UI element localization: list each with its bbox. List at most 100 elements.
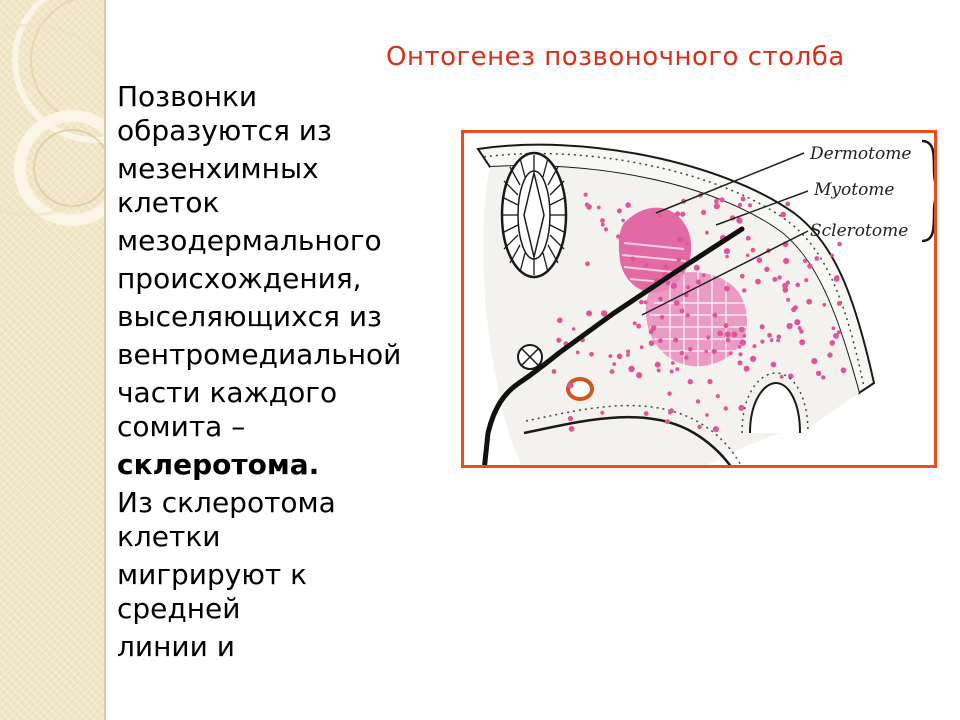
mesenchyme-dot [706, 335, 711, 340]
mesenchyme-dot [799, 339, 806, 346]
mesenchyme-dot [714, 198, 719, 204]
mesenchyme-dot [695, 399, 701, 404]
mesenchyme-dot [625, 202, 631, 208]
mesenchyme-dot [687, 379, 693, 385]
mesenchyme-dot [772, 276, 778, 282]
mesenchyme-dot [822, 302, 827, 307]
label-sclerotome: Sclerotome [810, 221, 908, 241]
mesenchyme-dot [677, 236, 684, 243]
mesenchyme-dot [755, 278, 761, 285]
mesenchyme-dot [626, 353, 630, 357]
mesenchyme-dot [600, 310, 608, 317]
mesenchyme-dot [639, 345, 644, 350]
mesenchyme-dot [657, 338, 663, 344]
mesenchyme-dot [600, 218, 605, 223]
mesenchyme-dot [616, 353, 623, 360]
mesenchyme-dot [663, 264, 669, 271]
mesenchyme-dot [831, 326, 836, 331]
mesenchyme-dot [697, 424, 702, 430]
label-myotome: Myotome [813, 180, 895, 200]
mesenchyme-dot [586, 310, 593, 317]
mesenchyme-dot [736, 217, 743, 224]
mesenchyme-dot [788, 373, 794, 379]
body-contour-dots [483, 152, 865, 388]
body-paragraph: происхождения, [117, 262, 457, 296]
mesenchyme-dot [745, 235, 751, 241]
mesenchyme-dot [836, 301, 842, 306]
side-divider [104, 0, 106, 720]
mesenchyme-dot [725, 337, 731, 343]
ventral-contour [523, 416, 732, 465]
notochord [517, 344, 543, 370]
mesenchyme-dot [802, 258, 808, 264]
mesenchyme-dot [584, 202, 590, 207]
mesenchyme-dot [567, 415, 574, 422]
mesenchyme-dot [639, 299, 644, 305]
mesenchyme-dot [717, 330, 723, 337]
mesenchyme-dot [628, 365, 635, 373]
body-paragraph: вентромедиальной [117, 338, 457, 372]
mesenchyme-dot [688, 347, 693, 352]
myotome-pointer [715, 190, 809, 226]
mesenchyme-dot [665, 280, 671, 286]
mesenchyme-dot [742, 288, 747, 293]
sclerotome-region [645, 271, 748, 369]
mesenchyme-dot [705, 413, 709, 417]
aorta-ring [566, 377, 594, 401]
mesenchyme-dot [748, 203, 752, 208]
mesenchyme-dot [799, 329, 804, 334]
mesenchyme-dot [636, 372, 643, 379]
mesenchyme-dot [671, 361, 675, 365]
mesenchyme-dot [557, 317, 563, 324]
mesenchyme-dot [723, 406, 728, 411]
body-line: части каждого [117, 376, 338, 409]
mesenchyme-dot [669, 369, 674, 374]
mesenchyme-dot [737, 202, 743, 208]
body-line: средней [117, 592, 241, 625]
body-line: клетки [117, 520, 221, 553]
mesenchyme-dot [707, 379, 713, 385]
mesenchyme-dot [786, 322, 793, 330]
decorative-side-panel [0, 0, 104, 720]
mesenchyme-dot [745, 253, 750, 258]
body-line: клеток [117, 186, 220, 219]
mesenchyme-dot [739, 273, 745, 279]
mesenchyme-dot [836, 330, 841, 335]
body-line: мигрируют к [117, 558, 308, 591]
body-line: мезодермального [117, 224, 382, 257]
mesenchyme-dot [723, 323, 729, 329]
mesenchyme-dot [829, 340, 836, 346]
mesenchyme-dot [739, 339, 746, 346]
mesenchyme-dot [737, 360, 743, 366]
mesenchyme-dot [827, 352, 833, 358]
mesenchyme-dot [670, 282, 677, 289]
mesenchyme-dot [760, 339, 765, 344]
mesenchyme-dot [715, 394, 720, 399]
mesenchyme-dot [685, 241, 689, 246]
mesenchyme-dot [750, 355, 757, 362]
mesenchyme-dot [737, 345, 742, 349]
spinal-nerve [482, 226, 745, 465]
mesenchyme-dot [679, 308, 685, 314]
mesenchyme-dot [840, 367, 847, 374]
mesenchyme-dot [780, 211, 786, 218]
mesenchyme-dot [738, 404, 745, 411]
mesenchyme-dot [571, 327, 576, 331]
mesenchyme-dot [704, 349, 708, 354]
mesenchyme-dot [797, 326, 802, 331]
mesenchyme-dot [837, 241, 842, 247]
mesenchyme-dot [659, 314, 665, 320]
dermotome-pointer [655, 152, 805, 214]
mesenchyme-dot [650, 325, 657, 331]
mesenchyme-dot [626, 349, 631, 354]
mesenchyme-dot [794, 319, 801, 326]
mesenchyme-dot [791, 306, 797, 313]
body-paragraph: выселяющихся из [117, 300, 457, 334]
mesenchyme-dot [724, 285, 730, 292]
mesenchyme-dot [648, 340, 655, 347]
